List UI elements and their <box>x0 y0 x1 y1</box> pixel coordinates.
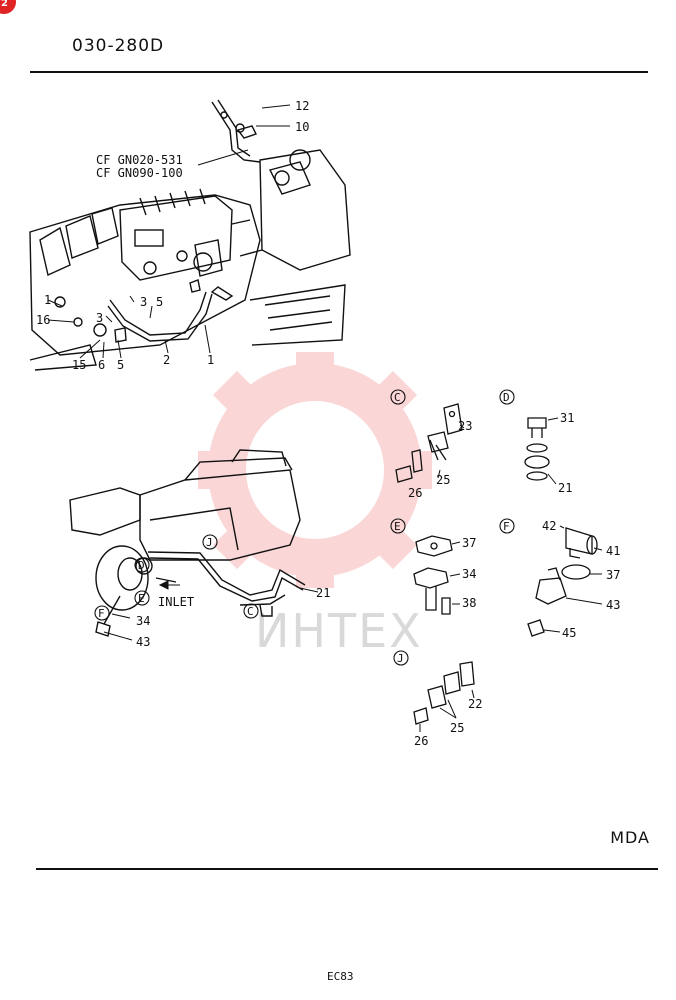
detail-E-part-34: 34 <box>462 567 476 581</box>
detail-C-part-23: 23 <box>458 419 472 433</box>
detail-E-letter: E <box>394 520 401 533</box>
callout-12: 12 <box>295 99 309 113</box>
detail-C-part-25: 25 <box>436 473 450 487</box>
detail-E: E 37 34 38 <box>390 518 476 615</box>
detail-F-part-37: 37 <box>606 568 620 582</box>
bottom-divider <box>36 868 658 870</box>
callout-5-upper: 5 <box>156 295 163 309</box>
watermark-logo <box>198 352 432 588</box>
detail-D-letter: D <box>503 391 510 404</box>
watermark-text: ИНТЕХ <box>255 604 423 658</box>
diagram-code: 030-280D <box>72 36 165 56</box>
callout-1-left: 1 <box>44 293 51 307</box>
page-code: EC83 <box>327 970 354 983</box>
model-label: MDA <box>610 828 650 847</box>
detail-F-part-42: 42 <box>542 519 556 533</box>
detail-D-part-21: 21 <box>558 481 572 495</box>
marker-F-lower: F <box>98 607 105 620</box>
callout-3-upper: 3 <box>140 295 147 309</box>
callout-10: 10 <box>295 120 309 134</box>
top-divider <box>30 71 648 73</box>
detail-E-part-38: 38 <box>462 596 476 610</box>
page-badge: 2 <box>0 0 16 14</box>
lower-circle-markers <box>94 534 259 621</box>
callout-1-right: 1 <box>207 353 214 367</box>
callout-21-lower: 21 <box>316 586 330 600</box>
callout-2: 2 <box>163 353 170 367</box>
detail-J-part-22: 22 <box>468 697 482 711</box>
callout-5-lower: 5 <box>117 358 124 372</box>
detail-F-part-41: 41 <box>606 544 620 558</box>
top-leader-lines <box>47 104 291 359</box>
detail-C: C 23 25 26 <box>390 389 472 500</box>
cross-ref-line2: CF GN090-100 <box>96 166 183 180</box>
callout-3-lower: 3 <box>96 311 103 325</box>
detail-F: F 42 41 37 43 45 <box>499 518 620 640</box>
detail-D-part-31: 31 <box>560 411 574 425</box>
detail-J-letter: J <box>397 652 404 665</box>
callout-43-lower: 43 <box>136 635 150 649</box>
cross-ref-line1: CF GN020-531 <box>96 153 183 167</box>
detail-F-letter: F <box>503 520 510 533</box>
callout-15: 15 <box>72 358 86 372</box>
engine-top-illustration <box>29 99 351 371</box>
detail-F-part-45: 45 <box>562 626 576 640</box>
marker-J-lower: J <box>206 536 213 549</box>
callout-34-lower: 34 <box>136 614 150 628</box>
detail-F-part-43: 43 <box>606 598 620 612</box>
detail-D: D 31 21 <box>499 389 574 495</box>
callout-16: 16 <box>36 313 50 327</box>
detail-J: J 22 25 26 <box>393 650 482 748</box>
detail-C-letter: C <box>394 391 401 404</box>
badge-number: 2 <box>1 0 8 9</box>
marker-D-lower: D <box>138 559 145 572</box>
callout-6: 6 <box>98 358 105 372</box>
marker-C-lower: C <box>247 605 254 618</box>
engine-lower-illustration <box>69 449 306 637</box>
inlet-label: INLET <box>158 595 194 609</box>
detail-J-part-26: 26 <box>414 734 428 748</box>
detail-E-part-37: 37 <box>462 536 476 550</box>
detail-C-part-26: 26 <box>408 486 422 500</box>
lower-leader-lines <box>103 580 319 641</box>
marker-E-lower: E <box>138 592 145 605</box>
detail-J-part-25: 25 <box>450 721 464 735</box>
